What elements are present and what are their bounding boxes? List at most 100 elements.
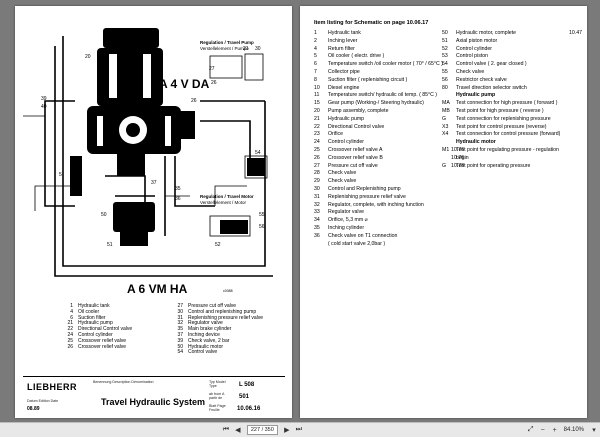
model-value: L 508 <box>239 382 255 388</box>
left-page: A 4 V DA A 6 VM HA c0088 Regulation / Tr… <box>15 6 292 418</box>
item-text: ( cold start valve 2,0bar ) <box>328 240 386 247</box>
first-page-icon[interactable]: ⏮ <box>222 426 230 433</box>
item-text: Control and Replenishing pump <box>328 185 401 192</box>
item-number: 50 <box>442 30 448 36</box>
sheet-value: 10.06.16 <box>237 406 261 412</box>
legend-number: 4 <box>70 308 73 315</box>
item-number: G <box>442 115 447 122</box>
callout: 56 <box>259 224 265 230</box>
page-number-input[interactable]: 227 / 350 <box>246 425 278 435</box>
legend-number: 6 <box>70 314 73 321</box>
item-text: Hydraulic pump <box>456 92 496 99</box>
item-text: Crossover relief valve A <box>328 146 383 153</box>
item-number: 1 <box>314 30 317 36</box>
item-text: Axial piston motor <box>456 37 498 44</box>
title-labels: Benennung Description Dénomination <box>93 380 154 384</box>
list-item: begin <box>442 155 582 163</box>
legend-text: Pressure cut off valve <box>188 303 236 309</box>
item-number: 15 <box>314 100 320 107</box>
item-text: Control valve ( 2. gear closed ) <box>456 61 527 68</box>
callout: 51 <box>107 242 113 248</box>
item-number: 22 <box>314 123 320 130</box>
legend-number: 21 <box>67 320 73 327</box>
serial-label: ab from A partir de <box>209 392 225 400</box>
item-text: Directional Control valve <box>328 123 385 130</box>
item-text: Check valve on T1 connection <box>328 232 398 239</box>
zoom-level[interactable]: 84.10% <box>563 427 585 433</box>
previous-page-icon[interactable]: ◀ <box>235 427 241 434</box>
list-item: 6 Temperature switch /oil cooler motor ( … <box>314 61 464 69</box>
item-text: Check valve <box>328 170 357 177</box>
item-text: Temperature switch /oil cooler motor ( 7… <box>328 61 443 68</box>
item-number: MB <box>442 107 450 114</box>
item-number: 6 <box>314 61 317 68</box>
legend-text: Oil cooler <box>78 308 100 315</box>
legend-item: 37 Inching device <box>171 331 263 339</box>
item-number: 27 <box>314 162 320 169</box>
item-text: Diesel engine <box>328 84 360 91</box>
callout: 52 <box>215 242 221 248</box>
item-text: Collector pipe <box>328 68 360 75</box>
item-text: Orifice, 5,3 mm ⌀ <box>328 217 368 224</box>
legend-text: Suction filter <box>78 314 106 321</box>
last-page-icon[interactable]: ⏭ <box>295 426 302 433</box>
item-text: Suction filter ( replenishing circuit ) <box>328 76 408 83</box>
item-number: 11 <box>314 92 320 99</box>
liebherr-logo: LIEBHERR <box>27 382 78 392</box>
pump-type-label: A 4 V DA <box>159 77 210 91</box>
legend-text: Inching device <box>188 331 220 338</box>
legend-text: Hydraulic motor <box>188 343 224 350</box>
legend-number: 37 <box>177 331 183 338</box>
item-number: 31 <box>314 193 320 200</box>
item-number: 35 <box>314 224 320 231</box>
item-text: Inching cylinder <box>328 224 365 231</box>
zoom-out-icon[interactable]: − <box>540 426 545 434</box>
zoom-dropdown-icon[interactable]: ▾ <box>592 427 596 434</box>
item-text: Check valve <box>328 178 357 185</box>
item-text: Pressure cut off valve <box>328 162 378 169</box>
callout: 35 <box>175 186 181 192</box>
item-text: Test point for regulating pressure - reg… <box>456 146 559 153</box>
item-listing-title: Item listing for Schematic on page 10.06… <box>314 20 429 26</box>
item-number: 33 <box>314 209 320 216</box>
travel-pump-label: Regulation / Travel Pump <box>200 40 254 45</box>
next-page-icon[interactable]: ▶ <box>284 427 290 434</box>
item-text: Return filter <box>328 45 355 52</box>
item-number: 34 <box>314 217 320 224</box>
item-text: Crossover relief valve B <box>328 154 383 161</box>
legend-text: Control cylinder <box>78 331 113 338</box>
callout: 5 <box>59 172 62 178</box>
item-number: 24 <box>314 139 320 146</box>
item-text: Travel direction selector switch <box>456 84 527 91</box>
fit-page-icon[interactable]: ⤢ <box>527 426 534 433</box>
hydraulic-schematic: A 4 V DA A 6 VM HA c0088 Regulation / Tr… <box>23 28 273 296</box>
item-page-ref: 10.76 <box>451 154 464 161</box>
zoom-in-icon[interactable]: + <box>552 426 557 434</box>
item-number: 10 <box>314 84 320 91</box>
legend-text: Replenishing pressure relief valve <box>188 314 264 321</box>
item-text: Temperature switch/ hydraulic oil temp. … <box>328 92 438 99</box>
serial-value: 501 <box>239 394 250 400</box>
callout: 21 <box>243 46 249 52</box>
item-text: Test point for control pressure (reverse… <box>456 123 547 130</box>
item-text: Test connection for control pressure (fo… <box>456 131 561 138</box>
